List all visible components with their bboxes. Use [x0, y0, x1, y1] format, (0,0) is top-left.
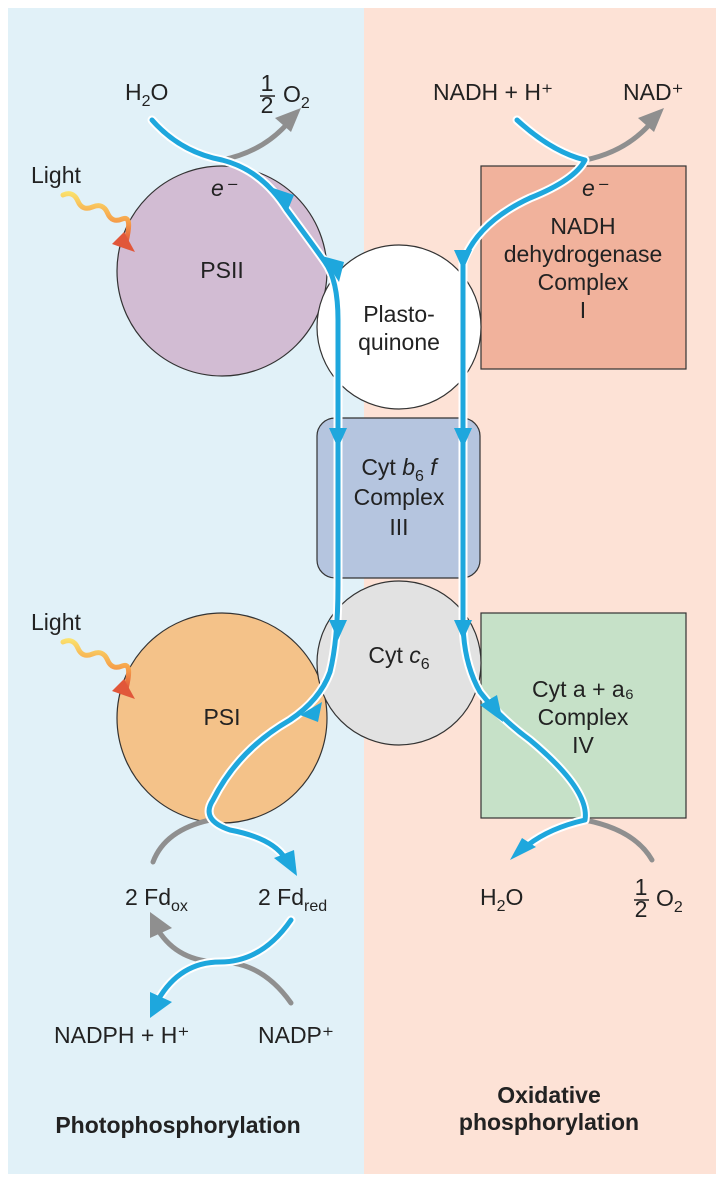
- electron-arrowheads: [150, 186, 536, 1018]
- complex-i-line-3: Complex: [538, 269, 629, 295]
- plastoquinone-circle: [316, 244, 482, 410]
- light-label-bottom: Light: [31, 609, 81, 635]
- complex-i-line-4: I: [580, 297, 586, 323]
- plastoquinone-line-2: quinone: [358, 329, 440, 355]
- cyt-b6f-box: [316, 417, 481, 579]
- svg-text:2: 2: [261, 92, 274, 118]
- svg-text:1: 1: [261, 70, 274, 96]
- nad-release-arrow: [582, 121, 653, 163]
- photophosphorylation-title: Photophosphorylation: [55, 1112, 300, 1138]
- plastoquinone-line-1: Plasto-: [363, 301, 435, 327]
- reaction-arrowheads: [150, 108, 664, 938]
- oxygen-in-label: 1 2 O2: [634, 874, 683, 922]
- electron-label-left: e⁻: [211, 175, 238, 201]
- complex-iv-line-2: Complex: [538, 704, 629, 730]
- oxidative-title-line-1: Oxidative: [497, 1082, 601, 1108]
- cyt-a-a6-box: [480, 612, 687, 819]
- svg-text:1: 1: [635, 874, 648, 900]
- oxygen-out-label: 1 2 O2: [260, 70, 310, 118]
- cyt-b6f-line-2: Complex: [354, 484, 445, 510]
- cyt-b6f-line-1: Cyt b6 f: [361, 454, 439, 485]
- svg-text:O2: O2: [656, 885, 683, 916]
- nadph-formation-path: [155, 917, 294, 1003]
- fd-ox-label: 2 Fdox: [125, 884, 188, 915]
- complex-i-line-1: NADH: [550, 213, 615, 239]
- psii-label: PSII: [200, 257, 243, 283]
- complex-iv-line-1: Cyt a + a₆: [532, 676, 634, 702]
- oxygen-consume-arrow: [582, 817, 655, 863]
- cyt-c6-label: Cyt c6: [368, 642, 429, 673]
- respiratory-electron-path: [460, 117, 588, 848]
- fd-ox-return-arrow: [150, 817, 213, 865]
- nadh-in-label: NADH + H⁺: [433, 79, 553, 105]
- light-wavy-arrow-icon: [60, 191, 135, 252]
- psi-label: PSI: [203, 704, 240, 730]
- complex-iv-line-3: IV: [572, 732, 594, 758]
- reaction-arrow-icon: [150, 121, 655, 1006]
- fd-red-label: 2 Fdred: [258, 884, 327, 915]
- nad-out-label: NAD⁺: [623, 79, 684, 105]
- nadh-dehydrogenase-box: [480, 165, 687, 370]
- nadph-label: NADPH + H⁺: [54, 1022, 189, 1048]
- oxidative-title-line-2: phosphorylation: [459, 1109, 639, 1135]
- nadp-label: NADP⁺: [258, 1022, 334, 1048]
- cyt-c6-circle: [316, 580, 482, 746]
- complex-i-line-2: dehydrogenase: [504, 241, 663, 267]
- cyt-b6f-line-3: III: [389, 514, 408, 540]
- light-wavy-arrow-icon: [60, 638, 135, 699]
- light-label-top: Light: [31, 162, 81, 188]
- svg-text:2: 2: [635, 896, 648, 922]
- electron-label-right: e⁻: [582, 175, 609, 201]
- svg-text:O2: O2: [283, 81, 310, 112]
- water-out-label: H2O: [480, 884, 523, 915]
- water-in-label: H2O: [125, 79, 168, 110]
